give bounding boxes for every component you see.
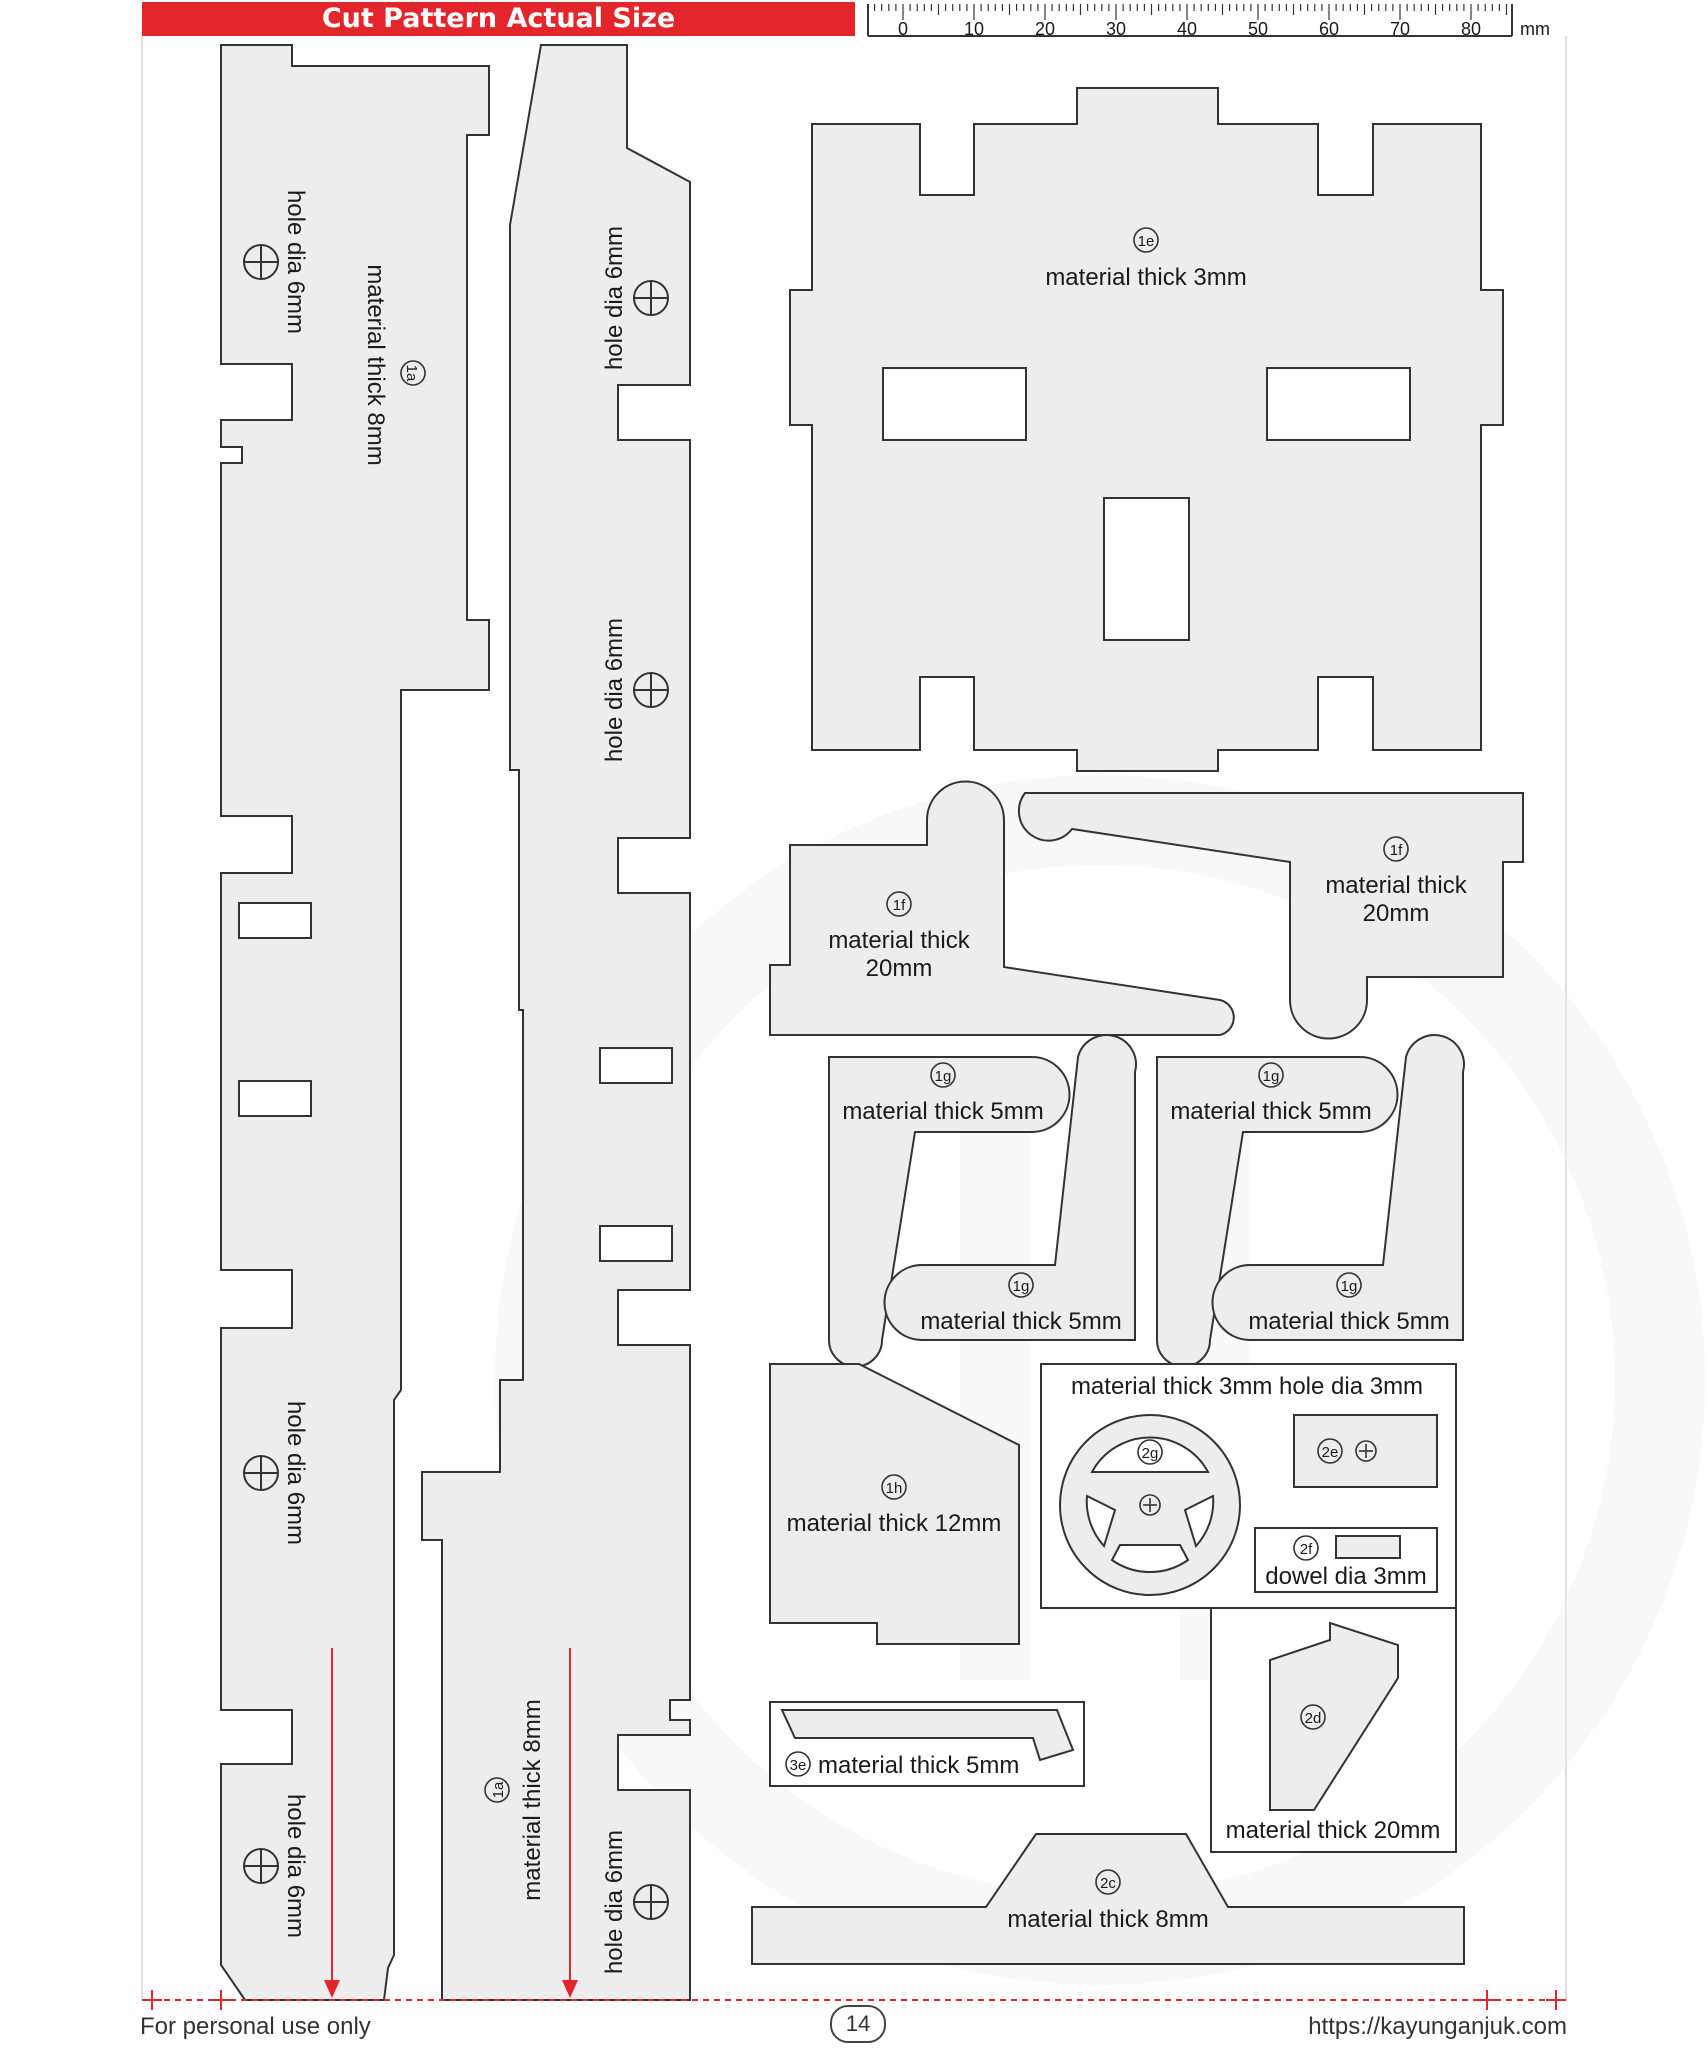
steering-wheel-part: 2g — [1059, 1414, 1241, 1596]
hole-symbol-icon — [633, 280, 669, 316]
page-number: 14 — [830, 2005, 886, 2043]
part-2d: 2d material thick 20mm — [1210, 1607, 1457, 1853]
header-bar — [142, 2, 855, 36]
part-group-2: material thick 3mm hole dia 3mm 2g 2e — [1040, 1363, 1457, 1609]
part-1g-set-2: 1g material thick 5mm 1g material thick … — [1156, 1034, 1465, 1368]
part-2e: 2e — [1293, 1414, 1438, 1488]
part-1a-right: hole dia 6mm hole dia 6mm hole dia 6mm 1… — [421, 44, 691, 2001]
part-2d-id: 2d — [1305, 1710, 1322, 1727]
part-1f-left-line2: 20mm — [866, 955, 933, 982]
part-1a-right-thickness: material thick 8mm — [519, 1699, 546, 1900]
part-1h-id: 1h — [886, 1480, 903, 1497]
part-1g-thickness: material thick 5mm — [842, 1098, 1043, 1125]
ruler-tick-label: 60 — [1319, 19, 1339, 39]
hole-symbol-icon — [243, 1455, 279, 1491]
red-arrow-icon — [562, 1648, 578, 1998]
part-1g-thickness: material thick 5mm — [1170, 1098, 1371, 1125]
part-1g-set-1: 1g material thick 5mm 1g material thick … — [828, 1034, 1137, 1368]
part-1g-id: 1g — [935, 1068, 952, 1085]
part-1h-thickness: material thick 12mm — [787, 1510, 1002, 1537]
part-1e-thickness: material thick 3mm — [1045, 264, 1246, 291]
part-3e: 3e material thick 5mm — [769, 1701, 1085, 1787]
part-1a-left-thickness: material thick 8mm — [362, 264, 389, 465]
part-1a-right-id: 1a — [490, 1781, 507, 1798]
ruler-unit: mm — [1520, 19, 1550, 39]
part-2e-id: 2e — [1322, 1444, 1339, 1461]
part-2f: 2f dowel dia 3mm — [1254, 1527, 1438, 1593]
part-1f-left-id: 1f — [893, 897, 906, 914]
part-1a-left: hole dia 6mm hole dia 6mm hole dia 6mm 1… — [220, 44, 490, 2001]
part-2c-id: 2c — [1100, 1875, 1116, 1892]
part-2f-label: dowel dia 3mm — [1265, 1563, 1426, 1590]
cut-line — [142, 1990, 1566, 2010]
footer-disclaimer: For personal use only — [140, 2013, 371, 2040]
ruler-labels: 0 10 20 30 40 50 60 70 80 — [898, 19, 1481, 39]
red-arrow-icon — [324, 1648, 340, 1998]
part-1g-thickness: material thick 5mm — [1248, 1308, 1449, 1335]
part-1f-left-line1: material thick — [828, 927, 970, 954]
hole-symbol-icon — [633, 672, 669, 708]
part-1f-right-line1: material thick — [1325, 872, 1467, 899]
part-1g-thickness: material thick 5mm — [920, 1308, 1121, 1335]
ruler-tick-label: 10 — [964, 19, 984, 39]
ruler-tick-label: 80 — [1461, 19, 1481, 39]
part-1g-id: 1g — [1013, 1278, 1030, 1295]
part-1e-id: 1e — [1138, 233, 1155, 250]
hole-symbol-icon — [243, 244, 279, 280]
part-1a-right-hole-label: hole dia 6mm — [601, 226, 628, 370]
part-3e-id: 3e — [790, 1757, 807, 1774]
part-1a-left-id: 1a — [403, 365, 420, 382]
hole-symbol-icon — [243, 1848, 279, 1884]
part-1f-right-line2: 20mm — [1363, 900, 1430, 927]
part-2c-thickness: material thick 8mm — [1007, 1906, 1208, 1933]
part-1f-left: 1f material thick 20mm — [769, 780, 1235, 1036]
part-1g-id: 1g — [1341, 1278, 1358, 1295]
part-1e: 1e material thick 3mm — [789, 87, 1504, 772]
footer-website-link[interactable]: https://kayunganjuk.com — [1308, 2013, 1567, 2040]
ruler-tick-label: 50 — [1248, 19, 1268, 39]
part-2f-id: 2f — [1300, 1541, 1313, 1558]
ruler-tick-label: 20 — [1035, 19, 1055, 39]
ruler-tick-label: 0 — [898, 19, 908, 39]
hole-symbol-icon — [633, 1884, 669, 1920]
part-1h: 1h material thick 12mm — [769, 1363, 1020, 1645]
mm-ruler — [867, 4, 1513, 37]
page-title: Cut Pattern Actual Size — [321, 3, 676, 34]
part-1a-right-hole-label: hole dia 6mm — [601, 1830, 628, 1974]
part-1g-id: 1g — [1263, 1068, 1280, 1085]
part-1a-left-hole-label: hole dia 6mm — [282, 1794, 309, 1938]
part-1a-right-hole-label: hole dia 6mm — [601, 618, 628, 762]
part-2c: 2c material thick 8mm — [751, 1833, 1465, 1965]
part-2d-thickness: material thick 20mm — [1226, 1817, 1441, 1844]
ruler-tick-label: 40 — [1177, 19, 1197, 39]
part-1a-left-hole-label: hole dia 6mm — [282, 190, 309, 334]
part-1a-left-hole-label: hole dia 6mm — [282, 1401, 309, 1545]
part-2g-id: 2g — [1142, 1445, 1159, 1462]
part-3e-thickness: material thick 5mm — [818, 1752, 1019, 1779]
part-1f-right: 1f material thick 20mm — [1017, 792, 1524, 1040]
ruler-tick-label: 70 — [1390, 19, 1410, 39]
group-2-title: material thick 3mm hole dia 3mm — [1071, 1373, 1423, 1400]
ruler-tick-label: 30 — [1106, 19, 1126, 39]
part-1f-right-id: 1f — [1390, 842, 1403, 859]
